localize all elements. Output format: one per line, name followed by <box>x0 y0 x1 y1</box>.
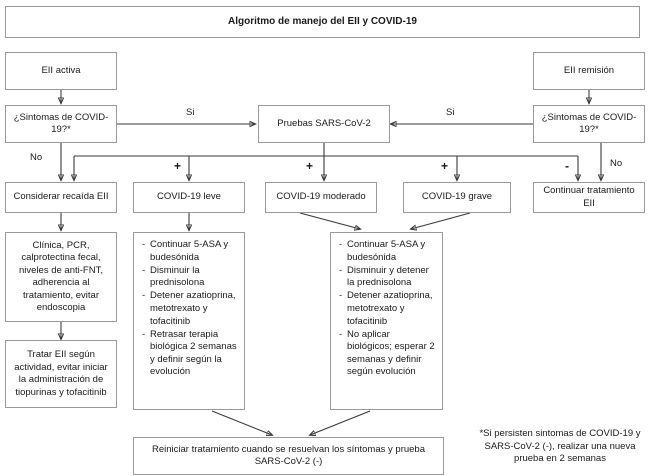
list-item: Continuar 5-ASA y budesónida <box>142 239 238 264</box>
node-covid-moderado-grave-detalle[interactable]: Continuar 5-ASA y budesónida Disminuir y… <box>330 232 443 410</box>
node-eii-remision[interactable]: EII remisión <box>533 52 645 90</box>
wire-levedetail-to-reiniciar <box>211 410 272 435</box>
node-considerar-recaida[interactable]: Considerar recaída EII <box>5 182 117 213</box>
node-continuar-tratamiento[interactable]: Continuar tratamiento EII <box>533 182 645 213</box>
covid-grave-list: Continuar 5-ASA y budesónida Disminuir y… <box>339 239 436 380</box>
list-item: Disminuir y detener la prednisolona <box>339 265 436 290</box>
edge-label-no-izquierda: No <box>30 152 43 163</box>
list-item: Retrasar terapia biológica 2 semanas y d… <box>142 329 238 379</box>
node-eii-activa[interactable]: EII activa <box>5 52 117 90</box>
node-covid-moderado[interactable]: COVID-19 moderado <box>265 182 377 213</box>
page-title: Algoritmo de manejo del EII y COVID-19 <box>5 6 640 38</box>
edge-label-si-izquierda: Si <box>186 107 195 118</box>
edge-label-plus-grave: + <box>441 159 449 173</box>
node-reiniciar-tratamiento[interactable]: Reiniciar tratamiento cuando se resuelva… <box>133 437 444 475</box>
node-pruebas-sars-cov-2[interactable]: Pruebas SARS-CoV-2 <box>258 105 390 143</box>
list-item: Detener azatioprina, metotrexato y tofac… <box>339 290 436 328</box>
list-item: Detener azatioprina, metotrexato y tofac… <box>142 290 238 328</box>
edge-label-plus-leve: + <box>174 159 182 173</box>
edge-label-no-derecha: No <box>610 158 623 169</box>
list-item: Continuar 5-ASA y budesónida <box>339 239 436 264</box>
node-tratar-eii[interactable]: Tratar EII según actividad, evitar inici… <box>5 340 117 408</box>
edge-label-si-derecha: Si <box>446 107 455 118</box>
wire-shareddetail-to-reiniciar <box>310 410 371 435</box>
covid-leve-list: Continuar 5-ASA y budesónida Disminuir l… <box>142 239 238 380</box>
list-item: No aplicar biológicos; esperar 2 semanas… <box>339 329 436 379</box>
node-clinica-evaluacion[interactable]: Clínica, PCR, calprotectina fecal, nivel… <box>5 232 117 322</box>
footnote: *Si persisten sintomas de COVID-19 y SAR… <box>479 428 641 464</box>
wire-grave-to-detail <box>411 212 471 229</box>
node-covid-leve-detalle[interactable]: Continuar 5-ASA y budesónida Disminuir l… <box>133 232 245 410</box>
edge-label-minus-negativo: - <box>565 159 569 173</box>
wire-moderado-to-detail <box>299 212 360 229</box>
node-covid-grave[interactable]: COVID-19 grave <box>403 182 511 213</box>
list-item: Disminuir la prednisolona <box>142 265 238 290</box>
edge-label-plus-moderado: + <box>306 159 314 173</box>
node-covid-leve[interactable]: COVID-19 leve <box>133 182 245 213</box>
node-sintomas-covid-derecha[interactable]: ¿Sintomas de COVID-19?* <box>533 105 645 143</box>
node-sintomas-covid-izquierda[interactable]: ¿Sintomas de COVID-19?* <box>5 105 117 143</box>
